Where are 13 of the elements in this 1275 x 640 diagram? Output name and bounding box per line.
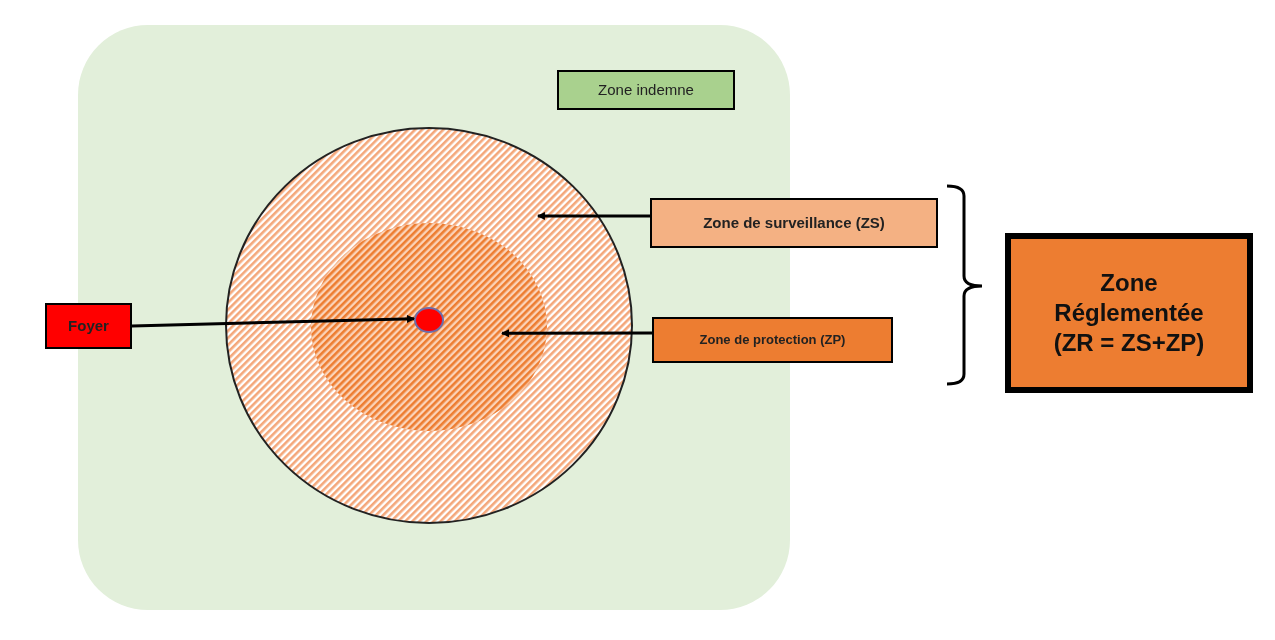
zone-label	[557, 70, 735, 110]
leader-arrow	[501, 329, 652, 338]
label-text: Foyer	[68, 315, 109, 336]
zone-label	[45, 303, 132, 349]
label-text: Zone de protection (ZP)	[699, 331, 846, 350]
label-text: Zone indemne	[598, 79, 694, 100]
zone-label	[652, 317, 893, 363]
label-text: Zone de surveillance (ZS)	[703, 212, 885, 233]
label-text: Zone Réglementée (ZR = ZS+ZP)	[1052, 268, 1206, 358]
leader-arrow	[536, 211, 650, 220]
leader-arrow	[131, 314, 415, 328]
zone-label	[650, 198, 938, 248]
zone-label	[1005, 233, 1253, 393]
